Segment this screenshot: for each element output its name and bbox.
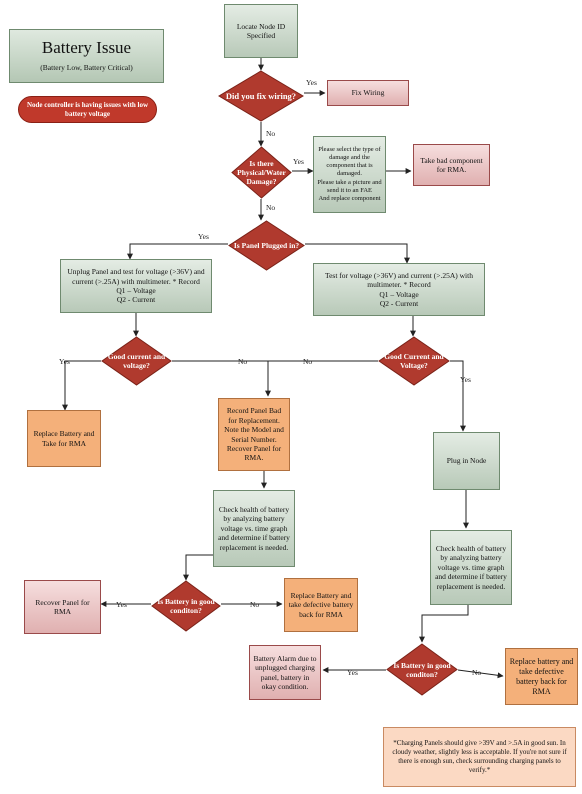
battery-left-question: Is Battery in good conditon? [157, 597, 215, 615]
no-label: No [266, 203, 276, 212]
battery-right-decision: Is Battery in good conditon? [386, 643, 458, 696]
good-current-left-decision: Good current and voltage? [101, 336, 172, 386]
decision-diamond-shape [378, 336, 450, 386]
yes-label: Yes [59, 357, 70, 366]
test-plugged-box: Test for voltage (>36V) and current (>.2… [313, 263, 485, 316]
decision-diamond-shape [101, 336, 172, 386]
no-label: No [472, 668, 482, 677]
no-label: No [250, 600, 260, 609]
yes-label: Yes [198, 232, 209, 241]
problem-statement-pill: Node controller is having issues with lo… [18, 96, 157, 123]
yes-label: Yes [306, 78, 317, 87]
fix-wiring-decision: Did you fix wiring? [218, 70, 304, 122]
battery-left-decision: Is Battery in good conditon? [151, 580, 221, 632]
replace-battery-right-box: Replace battery and take defective batte… [505, 648, 578, 705]
no-label: No [238, 357, 248, 366]
yes-label: Yes [460, 375, 471, 384]
no-label: No [303, 357, 313, 366]
record-panel-bad-box: Record Panel Bad for Replacement. Note t… [218, 398, 290, 471]
yes-label: Yes [293, 157, 304, 166]
yes-label: Yes [347, 668, 358, 677]
title-box: Battery Issue (Battery Low, Battery Crit… [9, 29, 164, 83]
battery-right-question: Is Battery in good conditon? [393, 660, 451, 679]
yes-label: Yes [116, 600, 127, 609]
replace-battery-mid-box: Replace Battery and take defective batte… [284, 578, 358, 632]
battery-alarm-box: Battery Alarm due to unplugged charging … [249, 645, 321, 700]
charging-panel-note: *Charging Panels should give >39V and >.… [383, 727, 576, 787]
check-health-right-box: Check health of battery by analyzing bat… [430, 530, 512, 605]
damage-decision: Is there Physical/Water Damage? [231, 146, 292, 199]
panel-plugged-decision: Is Panel Plugged in? [228, 220, 305, 271]
panel-plugged-question: Is Panel Plugged in? [233, 241, 300, 250]
decision-diamond-shape [386, 643, 458, 696]
good-current-right-decision: Good Current and Voltage? [378, 336, 450, 386]
good-current-left-question: Good current and voltage? [107, 352, 166, 370]
unplug-test-box: Unplug Panel and test for voltage (>36V)… [60, 259, 212, 313]
damage-question: Is there Physical/Water Damage? [237, 159, 286, 186]
plug-in-node-box: Plug in Node [433, 432, 500, 490]
replace-battery-left-box: Replace Battery and Take for RMA [27, 410, 101, 467]
check-health-left-box: Check health of battery by analyzing bat… [213, 490, 295, 567]
decision-diamond-shape [231, 146, 292, 199]
good-current-right-question: Good Current and Voltage? [384, 352, 444, 370]
page-subtitle: (Battery Low, Battery Critical) [40, 63, 133, 72]
recover-panel-box: Recover Panel for RMA [24, 580, 101, 634]
fix-wiring-question: Did you fix wiring? [225, 90, 297, 101]
no-label: No [266, 129, 276, 138]
locate-node-box: Locate Node ID Specified [224, 4, 298, 58]
take-bad-component-box: Take bad component for RMA. [413, 144, 490, 186]
fix-wiring-box: Fix Wiring [327, 80, 409, 106]
page-title: Battery Issue [41, 38, 132, 57]
decision-diamond-shape [218, 70, 304, 122]
decision-diamond-shape [151, 580, 221, 632]
damage-instructions-box: Please select the type of damage and the… [313, 136, 386, 213]
decision-diamond-shape [228, 220, 305, 271]
